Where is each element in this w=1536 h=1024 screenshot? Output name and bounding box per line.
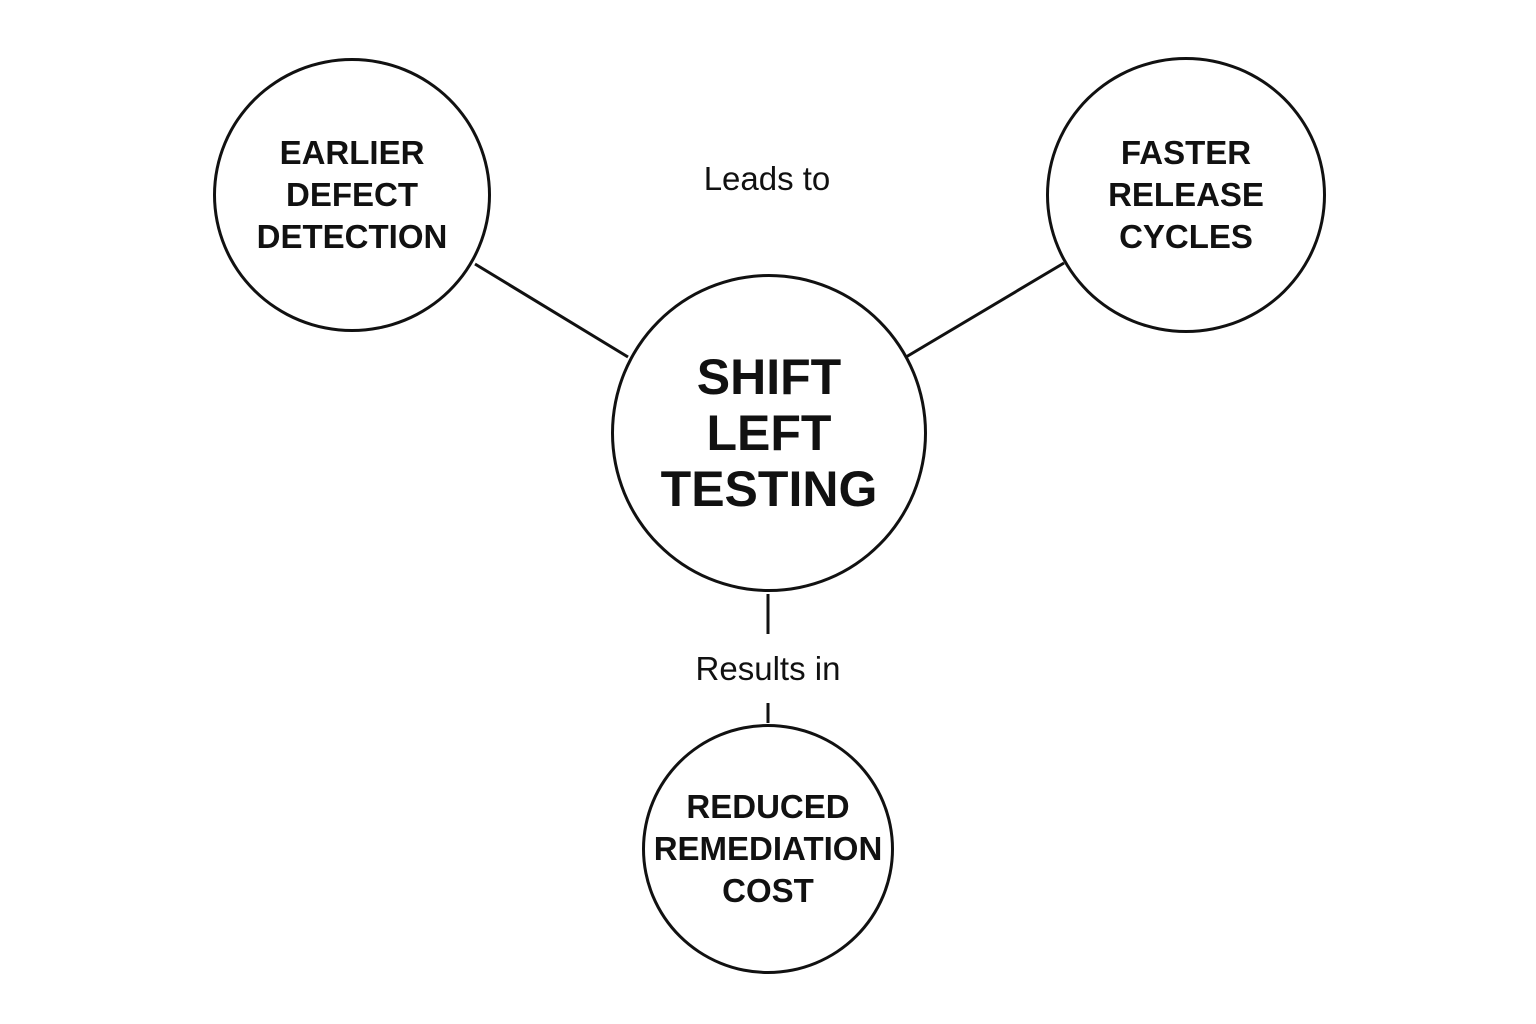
node-label: REDUCED REMEDIATION COST	[653, 788, 883, 909]
node-shift-left-testing: SHIFT LEFT TESTING	[611, 274, 927, 592]
node-faster-release-cycles: FASTER RELEASE CYCLES	[1046, 57, 1326, 333]
node-label: EARLIER DEFECT DETECTION	[256, 134, 448, 255]
edge-label-leads-to: Leads to	[703, 160, 831, 197]
node-label: SHIFT LEFT TESTING	[660, 349, 878, 517]
edge-label-results-in: Results in	[695, 650, 841, 687]
edge-center-to-earlier	[474, 262, 629, 359]
edge-center-to-faster	[905, 261, 1065, 359]
node-reduced-remediation-cost: REDUCED REMEDIATION COST	[642, 724, 894, 974]
node-label: FASTER RELEASE CYCLES	[1108, 134, 1264, 255]
node-earlier-defect-detection: EARLIER DEFECT DETECTION	[213, 58, 491, 332]
